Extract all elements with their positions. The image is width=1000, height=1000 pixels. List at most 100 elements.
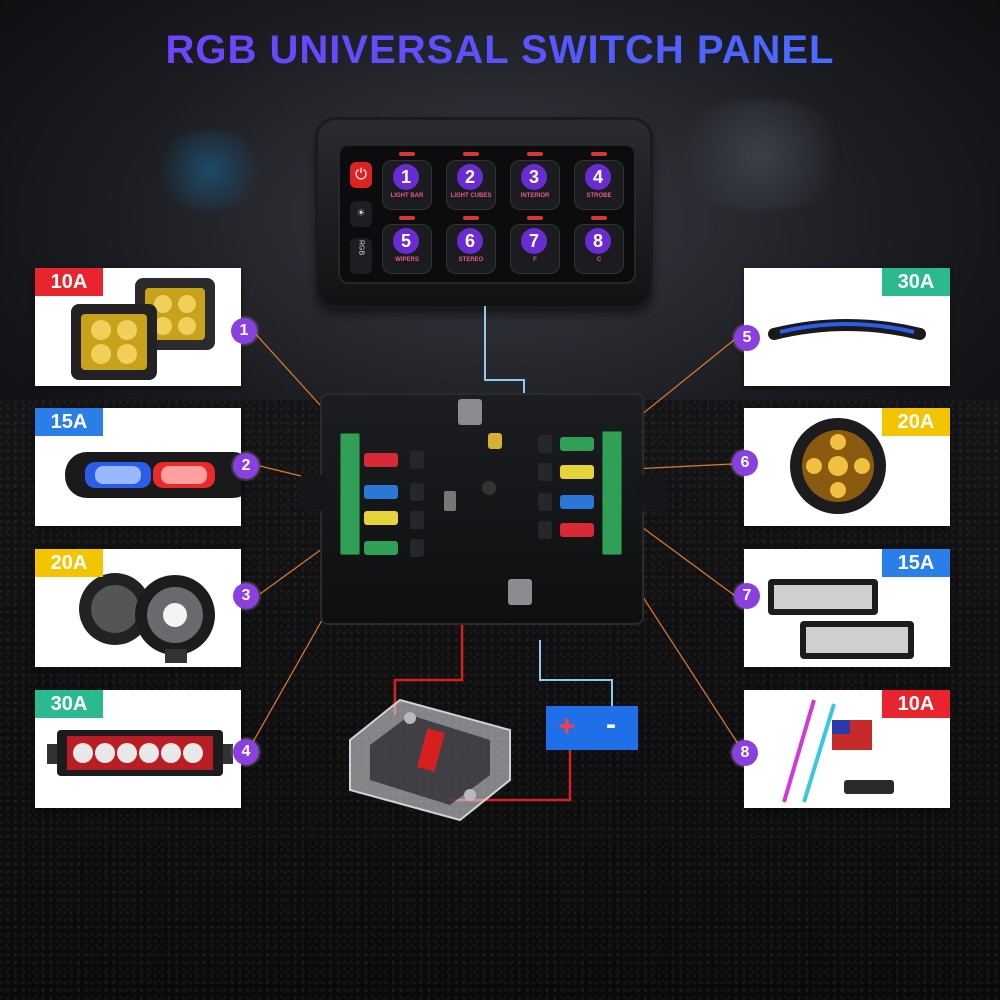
indicator-led (591, 152, 607, 156)
fuse-slot (538, 435, 552, 453)
amp-tag: 15A (35, 408, 103, 436)
amp-tag: 15A (882, 549, 950, 577)
mounting-ear (636, 475, 666, 511)
amp-tag: 30A (35, 690, 103, 718)
circuit-breaker (349, 698, 511, 822)
power-icon: ⏻ (355, 166, 367, 183)
callout-marker-7: 7 (734, 583, 760, 609)
switch-number: 5 (393, 228, 419, 254)
load-card-2: 15A (35, 408, 255, 526)
switch-label: STEREO (458, 257, 484, 263)
callout-marker-3: 3 (233, 583, 259, 609)
switch-6[interactable]: 6 STEREO (446, 216, 496, 274)
fuse-green (560, 437, 594, 451)
positive-post (458, 399, 482, 425)
mounting-ear (298, 475, 328, 511)
callout-marker-2: 2 (233, 453, 259, 479)
work-light-bars-image (768, 579, 914, 659)
battery-positive: + (558, 710, 576, 743)
power-button[interactable]: ⏻ (350, 162, 372, 188)
brightness-button[interactable]: ☀ (350, 201, 372, 227)
indicator-led (399, 152, 415, 156)
relay-connector (444, 491, 456, 511)
callout-marker-8: 8 (732, 740, 758, 766)
fuse-slot (538, 493, 552, 511)
fuse-slot (410, 511, 424, 529)
sun-icon: ☀ (356, 208, 366, 219)
fuse-yellow (364, 511, 398, 525)
capacitor (488, 433, 502, 449)
cube-pod-lights-image (71, 278, 215, 380)
switch-2[interactable]: 2 LIGHT CUBES (446, 152, 496, 210)
fuse-slot (538, 521, 552, 539)
switch-panel-face: ⏻ ☀ RGB 1 LIGHT BAR 2 LIGHT CUBES 3 INTE… (338, 144, 636, 284)
callout-marker-6: 6 (732, 450, 758, 476)
page-title: RGB UNIVERSAL SWITCH PANEL (0, 28, 1000, 73)
fuse-blue (364, 485, 398, 499)
switch-panel: ⏻ ☀ RGB 1 LIGHT BAR 2 LIGHT CUBES 3 INTE… (318, 120, 650, 306)
fuse-red (364, 453, 398, 467)
ground-post (508, 579, 532, 605)
amp-tag: 30A (882, 268, 950, 296)
fuse-slot (410, 483, 424, 501)
round-offroad-light-image (790, 418, 886, 514)
switch-label: WIPERS (395, 257, 419, 263)
load-card-4: 30A (35, 690, 241, 808)
mounting-hole (482, 481, 496, 495)
fuse-yellow (560, 465, 594, 479)
switch-label: INTERIOR (520, 193, 550, 199)
left-terminal-block (340, 433, 360, 555)
switch-number: 3 (521, 164, 547, 190)
ground-wire (539, 640, 613, 706)
switch-1[interactable]: 1 LIGHT BAR (382, 152, 432, 210)
amp-tag: 10A (882, 690, 950, 718)
fuse-slot (410, 451, 424, 469)
strobe-light-image (65, 452, 255, 498)
switch-label: F (533, 257, 537, 263)
switch-number: 8 (585, 228, 611, 254)
dashboard-glow (660, 100, 860, 210)
switch-number: 1 (393, 164, 419, 190)
callout-marker-1: 1 (231, 318, 257, 344)
switch-label: C (596, 257, 602, 263)
battery-negative: - (606, 708, 616, 741)
round-pod-lights-image (79, 573, 215, 663)
load-card-8: 10A (744, 690, 950, 808)
amp-tag: 20A (35, 549, 103, 577)
relay-fuse-box (298, 395, 666, 623)
fuse-blue (560, 495, 594, 509)
power-wire (450, 750, 572, 802)
switch-8[interactable]: 8 C (574, 216, 624, 274)
switch-7[interactable]: 7 F (510, 216, 560, 274)
indicator-led (527, 152, 543, 156)
switch-label: LIGHT BAR (390, 193, 424, 199)
battery: + - (546, 706, 638, 750)
amp-tag: 20A (882, 408, 950, 436)
switch-number: 7 (521, 228, 547, 254)
right-terminal-block (602, 431, 622, 555)
load-card-5: 30A (744, 268, 950, 386)
amp-tag: 10A (35, 268, 103, 296)
fuse-green (364, 541, 398, 555)
indicator-led (463, 216, 479, 220)
curved-light-bar-image (768, 319, 926, 340)
switch-5[interactable]: 5 WIPERS (382, 216, 432, 274)
fuse-red (560, 523, 594, 537)
rgb-button[interactable]: RGB (350, 238, 372, 274)
switch-4[interactable]: 4 STROBE (574, 152, 624, 210)
switch-label: STROBE (586, 193, 612, 199)
rgb-label: RGB (357, 240, 365, 256)
fuse-slot (410, 539, 424, 557)
load-card-1: 10A (35, 268, 241, 386)
callout-marker-4: 4 (233, 739, 259, 765)
callout-marker-5: 5 (734, 325, 760, 351)
switch-label: LIGHT CUBES (450, 193, 492, 199)
switch-number: 4 (585, 164, 611, 190)
indicator-led (463, 152, 479, 156)
indicator-led (591, 216, 607, 220)
indicator-led (527, 216, 543, 220)
indicator-led (399, 216, 415, 220)
switch-number: 2 (457, 164, 483, 190)
switch-3[interactable]: 3 INTERIOR (510, 152, 560, 210)
light-bar-image (47, 730, 233, 776)
